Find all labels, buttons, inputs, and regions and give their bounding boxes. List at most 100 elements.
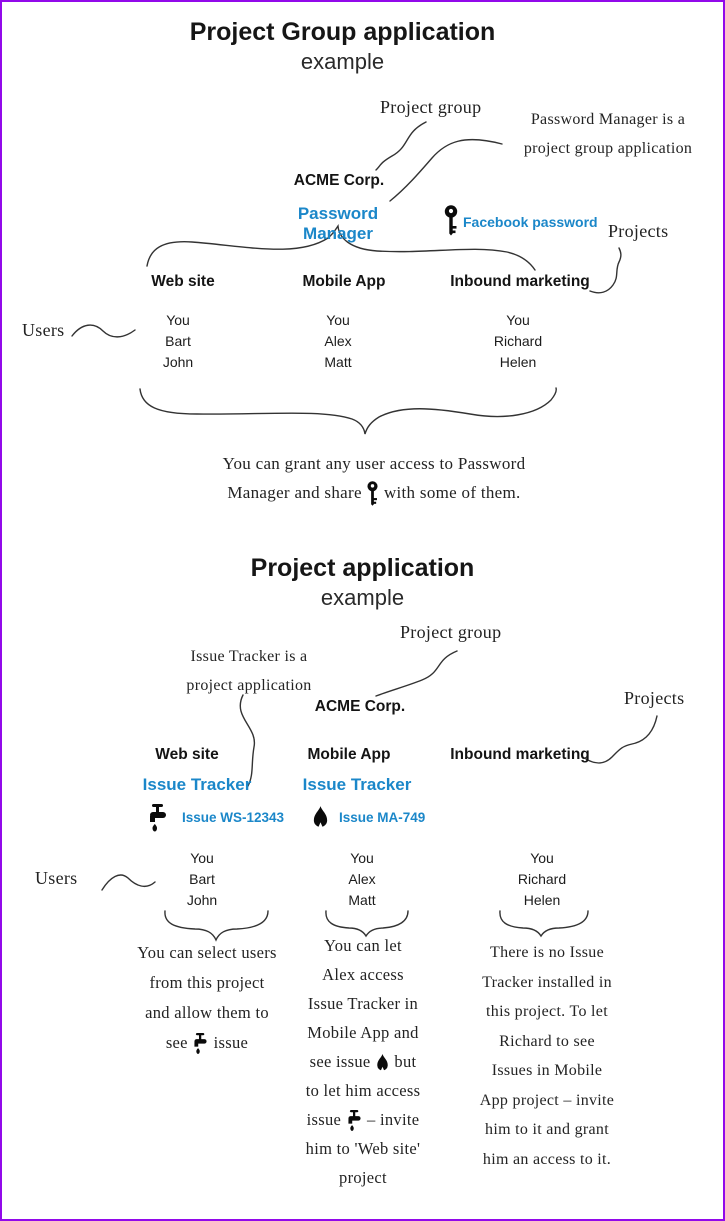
note-text: see [165, 1033, 188, 1052]
user-item: You [350, 850, 374, 866]
note-text: issue [306, 1110, 342, 1129]
s2-note-col3: There is no Issue Tracker installed in t… [449, 938, 645, 1174]
user-item: Helen [523, 892, 561, 908]
s1-annotation-projects: Projects [608, 221, 669, 241]
user-item: You [506, 312, 530, 328]
user-item: You [326, 312, 350, 328]
note-text: – invite [367, 1110, 420, 1129]
user-item: John [186, 892, 218, 908]
key-icon [367, 481, 378, 506]
key-icon [444, 205, 458, 236]
user-item: You [166, 312, 190, 328]
s2-annotation-curve [239, 694, 256, 787]
s1-caption-line2: Manager and share with some of them. [172, 478, 576, 507]
s1-caption-line1: You can grant any user access to Passwor… [222, 454, 526, 473]
s2-brace-col3 [499, 910, 589, 938]
s1-app-password-manager: Password Manager [297, 204, 379, 243]
note-line: Tracker installed in [482, 973, 612, 991]
s1-caption-line2-after: with some of them. [383, 483, 521, 502]
s2-issue-ws-label: Issue WS-12343 [182, 810, 285, 825]
note-line: There is no Issue [490, 944, 604, 961]
flame-icon [313, 806, 328, 829]
s1-users-col1: You Bart John [128, 310, 228, 373]
s1-org-name: ACME Corp. [293, 172, 385, 189]
user-item: Bart [165, 333, 191, 349]
note-line: to let him access [305, 1081, 421, 1100]
s1-users-col3: You Richard Helen [468, 310, 568, 373]
s1-project-inbound-marketing: Inbound marketing [450, 273, 590, 290]
note-text: issue [213, 1033, 249, 1052]
s1-users-squiggle [71, 324, 136, 338]
s2-annotation-it-line2: project application [186, 677, 312, 694]
note-line: see issue but [281, 1047, 445, 1076]
s2-annotation-users: Users [35, 868, 78, 888]
note-text: see issue [309, 1052, 371, 1071]
user-item: Bart [189, 871, 215, 887]
note-line: Richard to see [499, 1032, 595, 1050]
faucet-icon [150, 804, 166, 832]
faucet-icon [194, 1033, 207, 1055]
s2-note-col1: You can select users from this project a… [105, 938, 309, 1058]
note-line: Alex access [322, 965, 404, 984]
s1-project-web-site: Web site [151, 273, 215, 290]
s1-annotation-users: Users [22, 320, 65, 340]
s2-brace-col1 [164, 910, 269, 942]
s2-annotation-issue-tracker: Issue Tracker is a project application [149, 642, 349, 700]
section1-subtitle: example [300, 49, 385, 74]
s2-annotation-it-line1: Issue Tracker is a [190, 648, 308, 665]
s2-annotation-project-group: Project group [400, 622, 502, 642]
note-line: You can let [324, 936, 402, 955]
s2-annotation-projects: Projects [624, 688, 685, 708]
user-item: Helen [499, 354, 537, 370]
s1-shared-key-label: Facebook password [463, 214, 598, 230]
note-line: him an access to it. [482, 1150, 612, 1168]
s2-projectgroup-curve [375, 650, 458, 697]
note-line: Issues in Mobile [491, 1062, 603, 1079]
note-line: see issue [105, 1028, 309, 1058]
s1-caption: You can grant any user access to Passwor… [172, 449, 576, 507]
s2-users-col3: You Richard Helen [492, 848, 592, 911]
s2-project-inbound-marketing: Inbound marketing [450, 746, 590, 763]
note-line: him to it and grant [485, 1121, 609, 1138]
note-line: Issue Tracker in [307, 994, 419, 1013]
s1-bottom-brace [139, 387, 557, 435]
user-item: Richard [493, 333, 543, 349]
user-item: Alex [348, 871, 376, 887]
note-line: issue – invite [281, 1105, 445, 1134]
s2-issue-ma-label: Issue MA-749 [339, 810, 426, 825]
s2-org-name: ACME Corp. [314, 698, 406, 715]
note-line: this project. To let [486, 1003, 608, 1020]
s1-caption-line2-before: Manager and share [227, 483, 362, 502]
user-item: You [190, 850, 214, 866]
s1-projectgroup-curve [375, 121, 427, 171]
s2-app-issue-tracker-2: Issue Tracker [302, 775, 412, 794]
user-item: You [530, 850, 554, 866]
s1-annotation-pm-line1: Password Manager is a [530, 111, 686, 128]
s2-app-issue-tracker-1: Issue Tracker [142, 775, 252, 794]
note-line: him to 'Web site' [305, 1139, 421, 1158]
s1-annotation-password-manager: Password Manager is a project group appl… [502, 105, 714, 163]
note-line: Mobile App and [307, 1023, 419, 1042]
user-item: Alex [324, 333, 352, 349]
flame-icon [377, 1054, 388, 1072]
note-line: You can select users [137, 943, 277, 962]
s1-annotation-project-group: Project group [380, 97, 482, 117]
user-item: John [162, 354, 194, 370]
s1-users-col2: You Alex Matt [288, 310, 388, 373]
s1-pm-annotation-curve [389, 138, 503, 202]
s1-project-mobile-app: Mobile App [302, 273, 386, 290]
section2-title: Project application [250, 554, 475, 582]
user-item: Matt [324, 354, 352, 370]
s2-users-col1: You Bart John [152, 848, 252, 911]
s2-project-mobile-app: Mobile App [307, 746, 391, 763]
s2-users-squiggle [101, 874, 156, 891]
s2-users-col2: You Alex Matt [312, 848, 412, 911]
user-item: Richard [517, 871, 567, 887]
note-line: and allow them to [145, 1003, 269, 1022]
faucet-icon [347, 1110, 361, 1132]
section2-subtitle: example [320, 585, 405, 610]
s2-note-col2: You can let Alex access Issue Tracker in… [281, 931, 445, 1192]
s1-annotation-pm-line2: project group application [523, 140, 693, 157]
note-line: App project – invite [479, 1091, 615, 1109]
